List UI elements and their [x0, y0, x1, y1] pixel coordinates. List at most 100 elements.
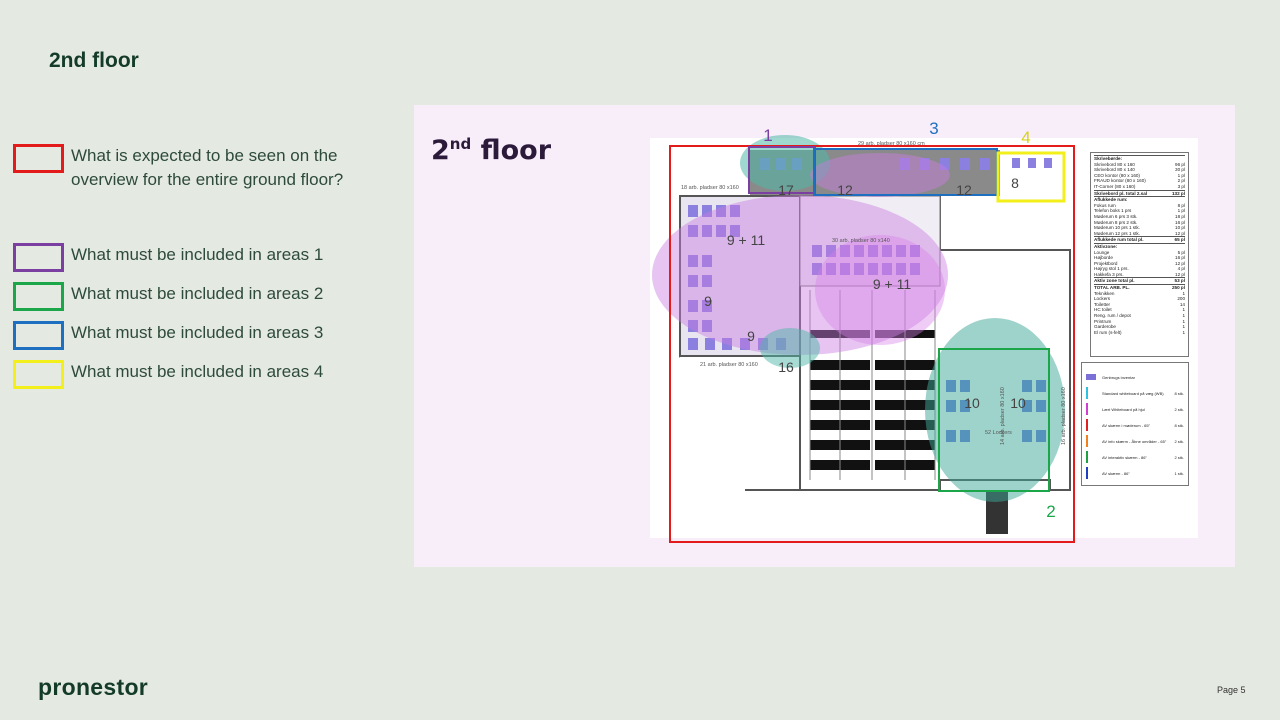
schedule-label: Projektbord [1094, 260, 1118, 266]
schedule-label: Lounge [1094, 249, 1110, 255]
schedule-value: 3 pl [1177, 183, 1185, 189]
schedule-row: Lounge 5 pl [1094, 250, 1185, 256]
schedule-label: Møderum 8 prs 2 stk. [1094, 219, 1138, 225]
schedule-value: 53 pl [1174, 278, 1185, 284]
slide-title: 2nd floor [49, 49, 139, 72]
schedule-label: Skrivebord pl. total 2.sal [1094, 190, 1148, 196]
key-row: AV interaktiv skærm - 86" 2 stk. [1086, 449, 1184, 465]
schedule-row: Aflukkede rum total pl. 65 pl [1094, 236, 1185, 243]
schedule-value: 8 pl [1177, 202, 1185, 208]
schedule-row: Aktiv zone total pl. 53 pl [1094, 277, 1185, 284]
key-label: Lært Whiteboard på hjul [1102, 406, 1145, 412]
schedule-label: Aflukkede rum: [1094, 197, 1128, 203]
schedule-value: 250 pl [1171, 285, 1185, 291]
key-label: AV skærm i møderum - 65" [1102, 422, 1151, 428]
schedule-value: 2 pl [1177, 178, 1185, 184]
schedule-label: IT-Corner (80 x 160) [1094, 183, 1136, 189]
key-swatch [1086, 403, 1088, 415]
schedule-label: Teknikken [1094, 290, 1115, 296]
schedule-row: Skrivebord 80 x 140 30 pl [1094, 167, 1185, 173]
schedule-value: 1 [1182, 324, 1185, 330]
schedule-value: 4 pl [1177, 266, 1185, 272]
legend-swatch-purple [13, 243, 64, 272]
schedule-row: Møderum 8 prs 2 stk. 16 pl [1094, 220, 1185, 226]
schedule-value: 1 [1182, 318, 1185, 324]
schedule-value: 14 [1179, 301, 1185, 307]
key-swatch [1086, 467, 1088, 479]
key-row: AV skærm - 86" 1 stk. [1086, 465, 1184, 481]
key-label: AV interaktiv skærm - 86" [1102, 454, 1147, 460]
legend-swatch-blue [13, 321, 64, 350]
schedule-label: Møderum 12 prs 1 stk. [1094, 230, 1140, 236]
legend-item-area-4: What must be included in areas 4 [13, 360, 381, 389]
schedule-value: 16 pl [1175, 219, 1185, 225]
schedule-value: 30 pl [1175, 167, 1185, 173]
schedule-label: TOTAL ARB. PL. [1094, 285, 1130, 291]
schedule-row: Højryg stol 1 prs. 4 pl [1094, 266, 1185, 272]
pronestor-logo: pronestor [38, 674, 149, 700]
schedule-row: Skrivebord 80 x 160 96 pl [1094, 162, 1185, 168]
key-value: 2 stk. [1174, 454, 1184, 460]
schedule-label: Skrivebord 80 x 160 [1094, 161, 1135, 167]
page-number: Page 5 [1217, 685, 1246, 695]
legend-text: What must be included in areas 1 [71, 245, 324, 264]
schedule-row: Aflukkede rum: [1094, 196, 1185, 203]
plan-title-suffix: nd [449, 135, 472, 153]
schedule-row: Aktivzone: [1094, 242, 1185, 250]
schedule-label: Skrivebord 80 x 140 [1094, 167, 1135, 173]
schedule-value: 12 pl [1175, 271, 1185, 277]
key-label: AV info skærm - Åbne områder - 65" [1102, 438, 1167, 444]
key-swatch [1086, 419, 1088, 431]
schedule-row: Møderum 10 prs 1 stk. 10 pl [1094, 225, 1185, 231]
schedule-label: Højryg stol 1 prs. [1094, 266, 1129, 272]
schedule-label: Møderum 10 prs 1 stk. [1094, 225, 1140, 231]
schedule-label: Lockers [1094, 296, 1111, 302]
key-row: Genbrugs inventar [1086, 369, 1184, 385]
schedule-row: TOTAL ARB. PL. 250 pl [1094, 284, 1185, 291]
legend-swatch-green [13, 282, 64, 311]
schedule-value: 10 pl [1175, 225, 1185, 231]
schedule-row: Møderum 12 prs 1 stk. 12 pl [1094, 231, 1185, 237]
legend-text: What must be included in areas 2 [71, 284, 324, 303]
schedule-label: Højborde [1094, 255, 1113, 261]
schedule-row: El rum (s-felt)1 [1094, 330, 1185, 336]
schedule-row: Toiletter 14 [1094, 302, 1185, 308]
schedule-value: 1 [1182, 307, 1185, 313]
schedule-label: Toiletter [1094, 301, 1111, 307]
schedule-row: Hakkefa 3 prs.12 pl [1094, 272, 1185, 278]
schedule-value: 200 [1177, 296, 1185, 302]
schedule-value: 65 pl [1174, 237, 1185, 243]
key-value: 2 stk. [1174, 438, 1184, 444]
key-label: AV skærm - 86" [1102, 470, 1130, 476]
schedule-label: FRAUD kontor (80 x 160) [1094, 178, 1146, 184]
schedule-row: FRAUD kontor (80 x 160) 2 pl [1094, 178, 1185, 184]
plan-title-text: floor [471, 135, 552, 166]
schedule-row: Garderobe 1 [1094, 324, 1185, 330]
key-label: Genbrugs inventar [1102, 374, 1135, 380]
key-value: 1 stk. [1174, 470, 1184, 476]
schedule-row: Projektbord 12 pl [1094, 261, 1185, 267]
schedule-value: 5 pl [1177, 249, 1185, 255]
schedule-label: Aflukkede rum total pl. [1094, 237, 1144, 243]
schedule-row: IT-Corner (80 x 160) 3 pl [1094, 184, 1185, 190]
schedule-label: HC toilet [1094, 307, 1112, 313]
schedule-label: Aktiv zone total pl. [1094, 278, 1135, 284]
key-swatch [1086, 374, 1096, 380]
schedule-value: 12 pl [1175, 230, 1185, 236]
schedule-label: Skrivebørde: [1094, 156, 1123, 161]
schedule-label: Møderum 6 prs 3 stk. [1094, 213, 1138, 219]
schedule-value: 12 pl [1175, 260, 1185, 266]
key-swatch [1086, 387, 1088, 399]
schedule-value: 1 [1182, 313, 1185, 319]
key-row: Standard whiteboard på væg (WB)8 stk. [1086, 385, 1184, 401]
legend-item-area-3: What must be included in areas 3 [13, 321, 381, 350]
schedule-value: 132 pl [1171, 190, 1185, 196]
schedule-label: Garderobe [1094, 324, 1116, 330]
schedule-value: 96 pl [1175, 161, 1185, 167]
legend-text: What must be included in areas 3 [71, 323, 324, 342]
